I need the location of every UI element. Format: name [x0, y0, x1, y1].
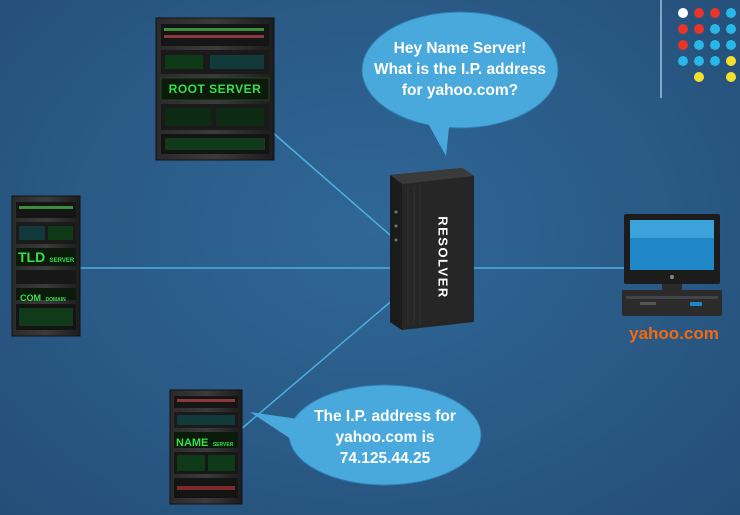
dot: [726, 40, 736, 50]
dot: [726, 56, 736, 66]
query-line-2: What is the I.P. address: [374, 61, 546, 78]
dot: [710, 24, 720, 34]
line-name-resolver: [239, 297, 396, 431]
dot: [678, 8, 688, 18]
tld-server-label: TLD SERVER: [18, 249, 78, 267]
answer-bubble-text: The I.P. address for yahoo.com is 74.125…: [300, 406, 470, 469]
query-bubble-text: Hey Name Server! What is the I.P. addres…: [368, 38, 552, 101]
dot: [694, 40, 704, 50]
dot: [678, 24, 688, 34]
dot: [678, 56, 688, 66]
dot: [710, 40, 720, 50]
tld-label: TLD: [18, 249, 46, 265]
computer-caption: yahoo.com: [629, 324, 719, 343]
name-label: NAME: [176, 437, 209, 449]
name-server-label: NAME SERVER: [176, 433, 240, 451]
dot: [710, 8, 720, 18]
answer-bubble: [250, 384, 482, 486]
dot: [694, 24, 704, 34]
query-line-3: for yahoo.com?: [401, 82, 519, 99]
name-sublabel: SERVER: [212, 442, 234, 448]
dot: [726, 24, 736, 34]
com-label: COM: [20, 293, 41, 303]
query-bubble: [361, 11, 559, 156]
query-line-1: Hey Name Server!: [393, 40, 527, 57]
tld-sublabel: SERVER: [49, 258, 75, 264]
dot: [710, 56, 720, 66]
root-server-label: ROOT SERVER: [168, 82, 262, 96]
dot: [694, 56, 704, 66]
dot: [678, 40, 688, 50]
dot: [694, 8, 704, 18]
answer-line-3: 74.125.44.25: [339, 450, 431, 467]
domain-label: DOMAIN: [45, 297, 66, 303]
line-root-resolver: [271, 131, 399, 243]
answer-line-2: yahoo.com is: [335, 429, 435, 446]
dot: [694, 72, 704, 82]
answer-line-1: The I.P. address for: [314, 408, 456, 425]
tld-com-label: COM DOMAIN: [20, 288, 78, 306]
dot: [726, 72, 736, 82]
dot: [726, 8, 736, 18]
